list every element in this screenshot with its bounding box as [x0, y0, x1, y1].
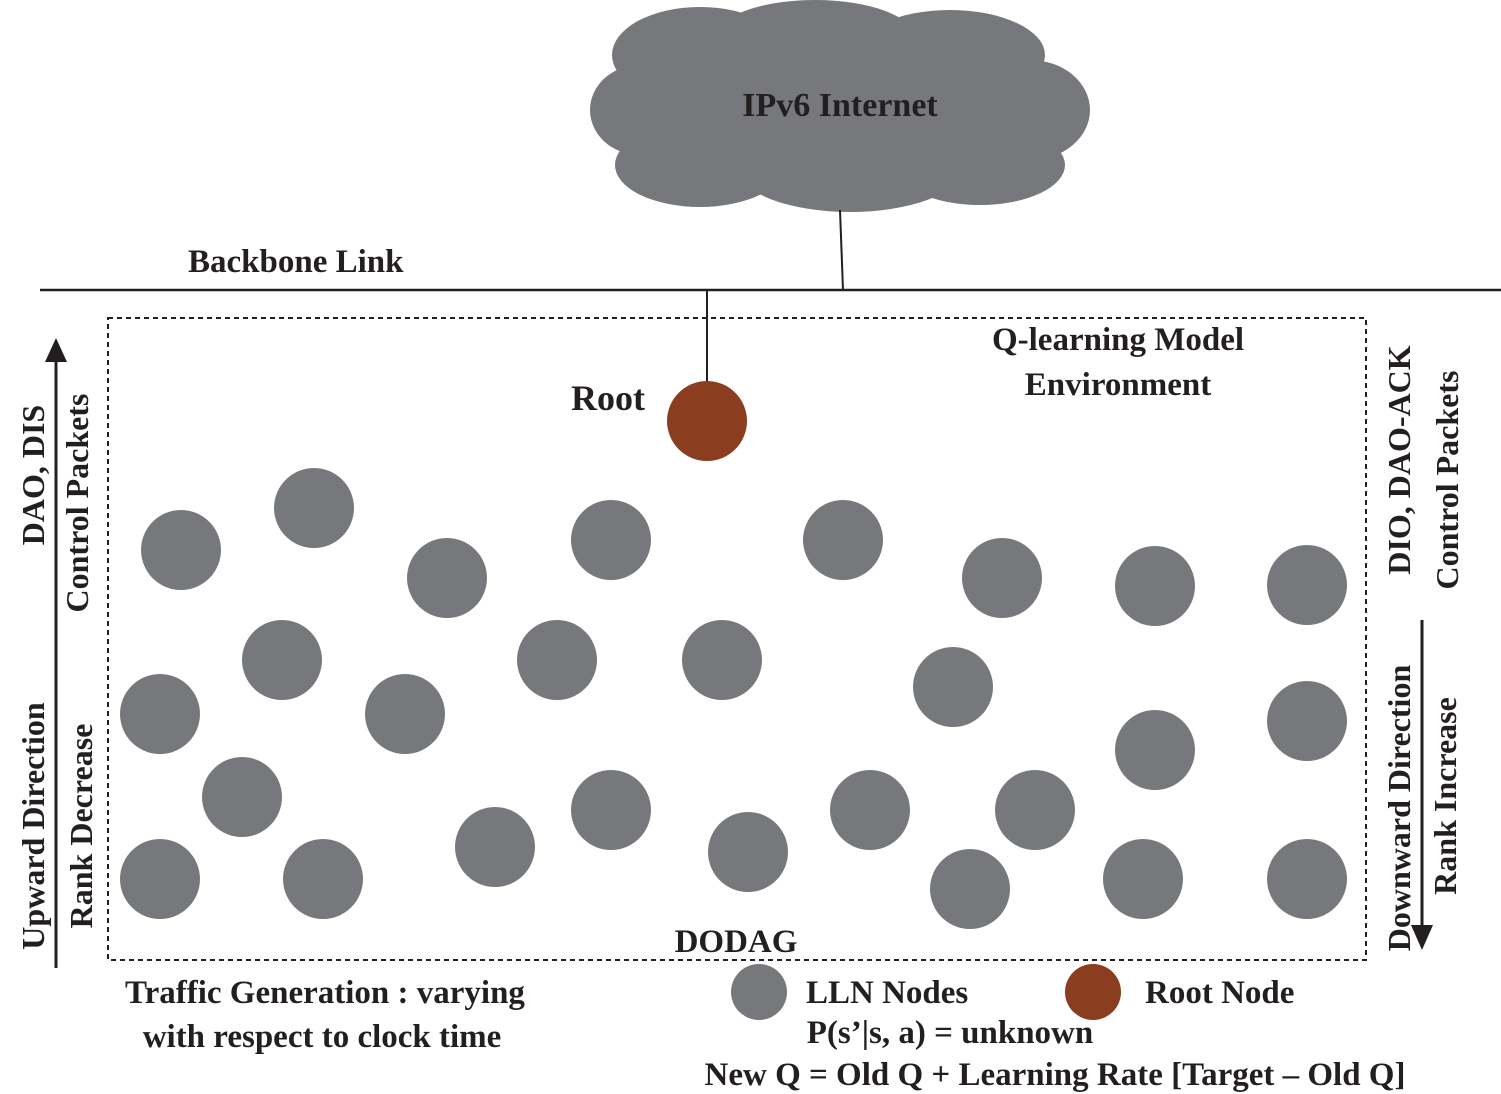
ipv6-internet-cloud: IPv6 Internet: [590, 0, 1090, 212]
dodag-label: DODAG: [675, 924, 798, 960]
lln-node: [962, 538, 1042, 618]
lln-node: [571, 770, 651, 850]
environment-label-line2: Environment: [1025, 367, 1211, 403]
lln-node: [995, 770, 1075, 850]
lln-node: [1115, 546, 1195, 626]
lln-node: [708, 812, 788, 892]
legend-root-swatch: [1065, 964, 1121, 1020]
lln-node: [141, 510, 221, 590]
legend: LLN Nodes Root Node: [731, 964, 1294, 1020]
transition-formula: P(s’|s, a) = unknown: [807, 1015, 1093, 1051]
lln-node: [682, 620, 762, 700]
lln-node: [1103, 839, 1183, 919]
environment-box: [107, 317, 1367, 961]
right-direction-line2: Rank Increase: [1427, 697, 1463, 895]
lln-node: [455, 807, 535, 887]
lln-node: [1267, 681, 1347, 761]
downward-arrowhead: [1411, 925, 1433, 950]
lln-node: [202, 757, 282, 837]
lln-node: [517, 620, 597, 700]
lln-node: [365, 674, 445, 754]
lln-node: [1267, 839, 1347, 919]
upward-arrowhead: [45, 338, 67, 362]
lln-node: [913, 647, 993, 727]
environment-label-line1: Q-learning Model: [992, 322, 1244, 358]
lln-node: [1267, 545, 1347, 625]
lln-node: [930, 849, 1010, 929]
root-label: Root: [571, 378, 645, 418]
right-packets-line2: Control Packets: [1429, 371, 1465, 590]
left-direction-line2: Rank Decrease: [63, 724, 99, 929]
left-packets-line1: DAO, DIS: [15, 405, 51, 545]
lln-node: [571, 500, 651, 580]
right-packets-line1: DIO, DAO-ACK: [1381, 345, 1417, 574]
lln-node: [242, 620, 322, 700]
lln-node: [120, 674, 200, 754]
backbone-label: Backbone Link: [188, 244, 404, 280]
legend-lln-label: LLN Nodes: [806, 975, 968, 1011]
lln-node: [283, 839, 363, 919]
legend-root-label: Root Node: [1145, 975, 1294, 1011]
traffic-line1: Traffic Generation : varying: [125, 975, 525, 1011]
left-direction-line1: Upward Direction: [15, 702, 51, 950]
lln-node: [1115, 710, 1195, 790]
cloud-label: IPv6 Internet: [742, 87, 938, 124]
lln-node: [830, 770, 910, 850]
legend-lln-swatch: [731, 964, 787, 1020]
left-packets-line2: Control Packets: [59, 394, 95, 613]
lln-nodes-group: [120, 468, 1347, 929]
root-node: [667, 381, 747, 461]
lln-node: [407, 538, 487, 618]
traffic-line2: with respect to clock time: [143, 1019, 502, 1055]
cloud-backbone-connector: [839, 209, 844, 291]
lln-node: [274, 468, 354, 548]
q-update-formula: New Q = Old Q + Learning Rate [Target – …: [705, 1057, 1406, 1093]
right-direction-line1: Downward Direction: [1381, 665, 1417, 952]
lln-node: [120, 839, 200, 919]
lln-node: [803, 500, 883, 580]
